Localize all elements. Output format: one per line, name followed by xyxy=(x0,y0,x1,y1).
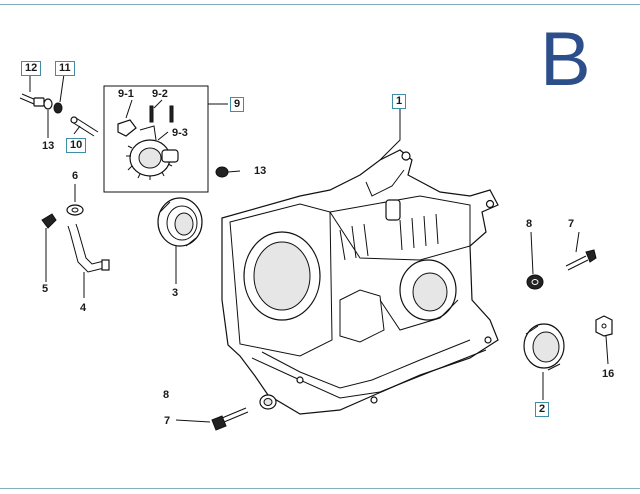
part-label-2: 2 xyxy=(535,402,550,417)
part-label-8-right: 8 xyxy=(526,218,533,230)
clip-drawing xyxy=(41,213,57,229)
part-label-7-left: 7 xyxy=(164,415,171,427)
nut-drawing xyxy=(526,274,544,290)
part-label-5: 5 xyxy=(42,283,49,295)
part-label-6: 6 xyxy=(72,170,79,182)
part-label-11: 11 xyxy=(55,61,75,76)
governor-assembly-box xyxy=(103,85,228,193)
leader-lines xyxy=(29,73,609,423)
pin-drawing xyxy=(19,93,53,110)
dowel-drawing xyxy=(259,394,277,410)
shaft-drawing xyxy=(70,116,99,137)
bolt-right-drawing xyxy=(565,249,597,271)
part-label-9: 9 xyxy=(230,97,245,112)
part-label-8-left: 8 xyxy=(163,389,170,401)
part-label-13-right: 13 xyxy=(254,165,267,177)
bearing-drawing xyxy=(157,197,203,247)
section-letter: B xyxy=(540,17,591,102)
part-label-9-2: 9-2 xyxy=(152,88,168,100)
part-label-12: 12 xyxy=(21,61,42,76)
part-label-10: 10 xyxy=(66,138,87,153)
part-label-7-right: 7 xyxy=(568,218,575,230)
part-label-16: 16 xyxy=(602,368,615,380)
part-label-9-3: 9-3 xyxy=(172,127,188,139)
bolt-13-drawing xyxy=(215,166,229,178)
part-label-13-left: 13 xyxy=(42,140,55,152)
clip-16-drawing xyxy=(595,315,613,337)
bolt-left-drawing xyxy=(211,407,249,431)
bottom-border xyxy=(0,488,640,494)
part-label-1: 1 xyxy=(392,94,407,109)
part-label-9-1: 9-1 xyxy=(118,88,134,100)
crankcase-drawing xyxy=(221,149,499,415)
washer-drawing xyxy=(66,204,84,216)
oil-seal-drawing xyxy=(523,323,565,371)
breather-tube-drawing xyxy=(67,223,110,273)
top-border xyxy=(0,0,640,5)
part-label-4: 4 xyxy=(80,302,87,314)
part-label-3: 3 xyxy=(172,287,179,299)
washer-11-drawing xyxy=(53,102,63,114)
